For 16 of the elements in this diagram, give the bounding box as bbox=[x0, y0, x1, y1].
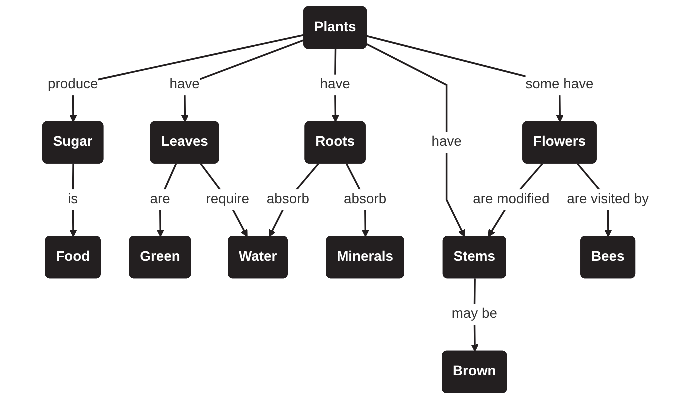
arrow bbox=[156, 164, 178, 238]
edge-label: have bbox=[320, 77, 350, 92]
edge-label: absorb bbox=[344, 192, 387, 207]
arrow bbox=[70, 164, 78, 238]
edge-label: are visited by bbox=[567, 192, 650, 207]
arrow bbox=[366, 44, 466, 238]
edge-label: absorb bbox=[266, 192, 310, 207]
edge-label: have bbox=[170, 77, 200, 92]
edge-label: is bbox=[68, 192, 78, 207]
edge-label: are bbox=[150, 192, 170, 207]
edge-label: are modified bbox=[473, 192, 550, 207]
edge-label: have bbox=[432, 134, 462, 150]
edge-label: some have bbox=[526, 77, 594, 92]
edge-label: require bbox=[206, 192, 250, 207]
edge-label: produce bbox=[48, 77, 98, 92]
edge-label: may be bbox=[452, 306, 498, 322]
